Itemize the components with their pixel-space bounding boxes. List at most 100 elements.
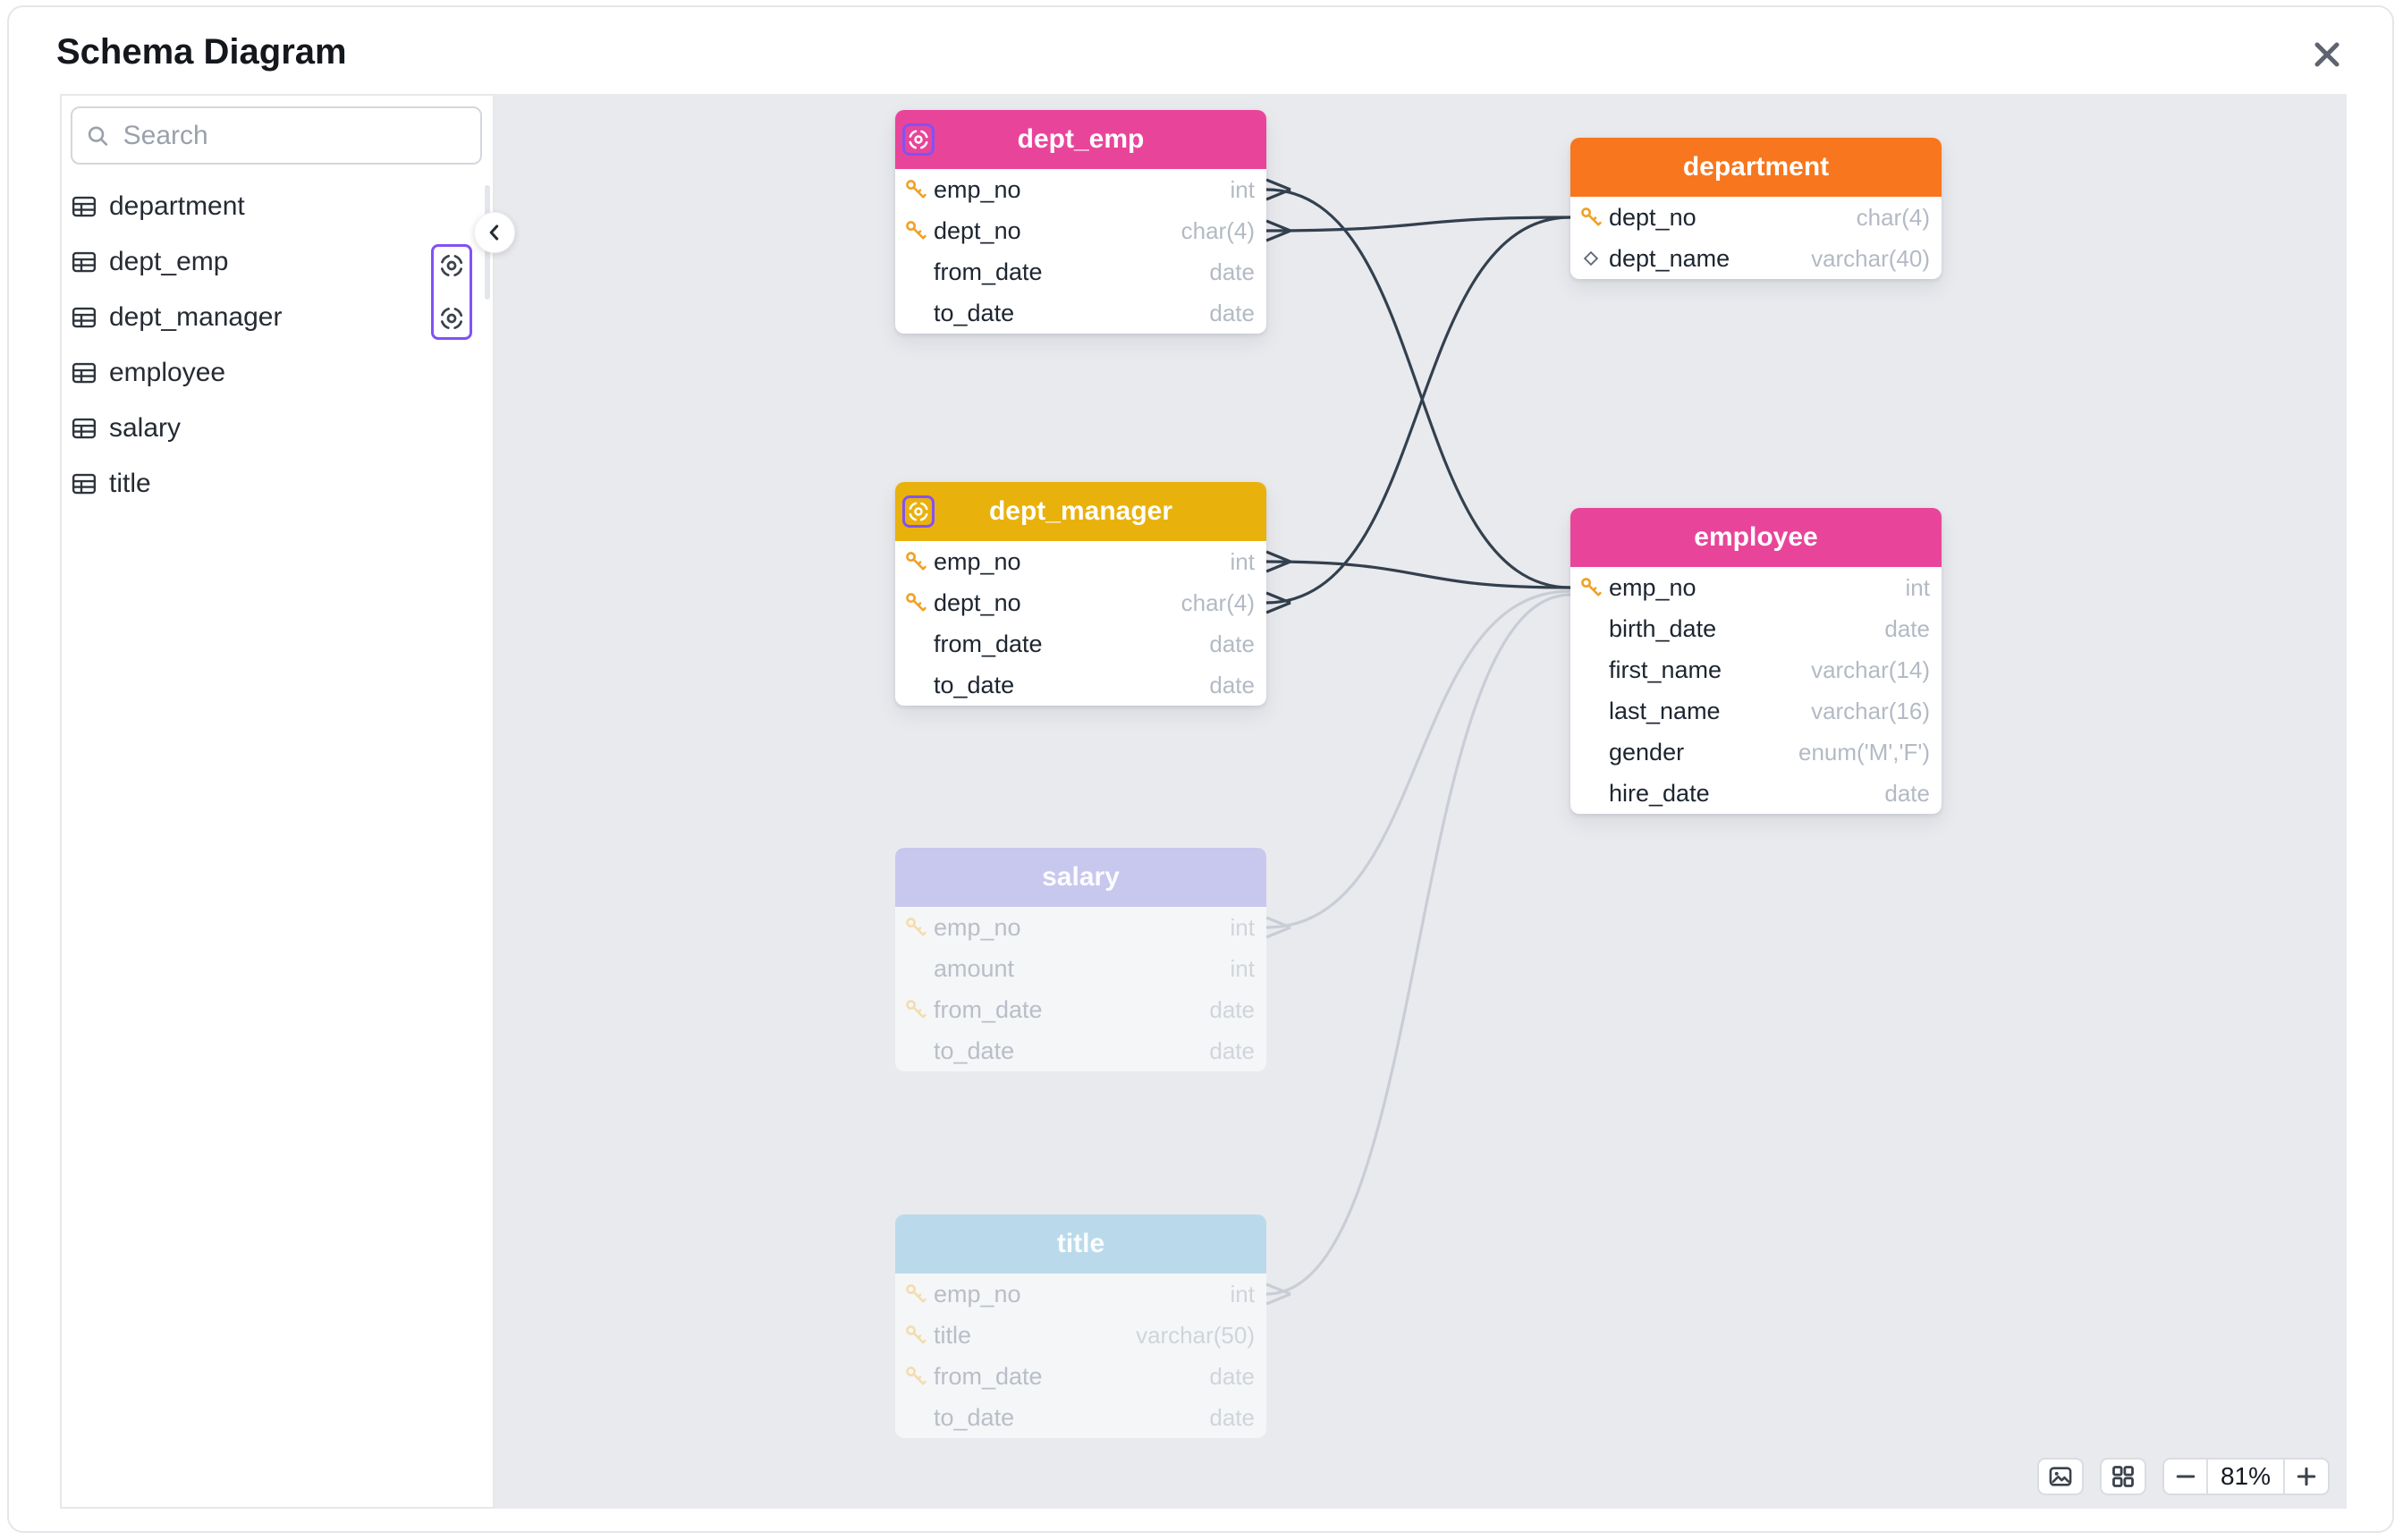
column-name: to_date — [934, 299, 1015, 326]
column-name: to_date — [934, 1403, 1015, 1431]
locate-dept-emp-button[interactable] — [437, 251, 466, 280]
edge-dept_manager.dept_no-to-department.dept_no — [1265, 216, 1571, 605]
column-name: dept_name — [1609, 244, 1730, 272]
grid-layout-button[interactable] — [2100, 1458, 2146, 1495]
column-type: char(4) — [1180, 216, 1255, 244]
diagram-canvas[interactable]: dept_emp emp_no int dept_no char(4) from… — [495, 94, 2347, 1509]
table-title: title — [1056, 1229, 1105, 1258]
table-header-dept_emp[interactable]: dept_emp — [895, 110, 1266, 169]
column-row-salary-from_date: from_date date — [895, 989, 1266, 1030]
minus-icon — [2176, 1475, 2195, 1478]
column-row-employee-emp_no: emp_no int — [1570, 567, 1942, 608]
column-name: from_date — [934, 630, 1043, 657]
column-type: varchar(16) — [1811, 697, 1930, 724]
table-card-employee[interactable]: employee emp_no int birth_date date firs… — [1570, 508, 1942, 814]
table-icon — [72, 307, 97, 328]
close-button[interactable] — [2307, 36, 2347, 75]
focus-icon — [440, 254, 463, 277]
sidebar-item-salary[interactable]: salary — [62, 401, 493, 456]
table-card-department[interactable]: department dept_no char(4) dept_name var… — [1570, 138, 1942, 279]
column-name: birth_date — [1609, 614, 1717, 642]
sidebar-item-department[interactable]: department — [62, 179, 493, 234]
focus-badge-dept_manager[interactable] — [902, 495, 935, 528]
column-type: date — [1209, 630, 1255, 657]
column-type: date — [1209, 671, 1255, 698]
column-type: date — [1209, 299, 1255, 326]
search-input[interactable] — [121, 119, 468, 152]
table-card-title[interactable]: title emp_no int title varchar(50) from_… — [895, 1214, 1266, 1438]
column-name: from_date — [934, 258, 1043, 285]
image-icon — [2049, 1467, 2072, 1486]
zoom-control: 81% — [2162, 1458, 2330, 1495]
column-row-title-emp_no: emp_no int — [895, 1273, 1266, 1315]
chevron-left-icon — [489, 224, 499, 241]
table-list: department dept_emp dept_manager employe… — [62, 179, 493, 512]
zoom-out-button[interactable] — [2164, 1460, 2208, 1493]
crows-foot-marker — [1265, 219, 1291, 242]
close-icon — [2314, 42, 2340, 66]
table-header-salary[interactable]: salary — [895, 848, 1266, 907]
table-header-employee[interactable]: employee — [1570, 508, 1942, 567]
edge-dept_manager.emp_no-to-employee.emp_no — [1265, 560, 1571, 589]
column-row-dept_manager-dept_no: dept_no char(4) — [895, 582, 1266, 623]
key-icon — [905, 552, 927, 571]
edge-title.emp_no-to-employee.emp_no — [1265, 593, 1571, 1296]
table-header-department[interactable]: department — [1570, 138, 1942, 197]
column-row-employee-first_name: first_name varchar(14) — [1570, 649, 1942, 690]
column-row-dept_emp-dept_no: dept_no char(4) — [895, 210, 1266, 251]
column-row-employee-last_name: last_name varchar(16) — [1570, 690, 1942, 732]
table-icon — [72, 251, 97, 273]
sidebar-item-dept_manager[interactable]: dept_manager — [62, 290, 493, 345]
column-type: char(4) — [1856, 203, 1930, 231]
column-type: int — [1905, 573, 1930, 601]
column-name: first_name — [1609, 656, 1722, 683]
column-row-employee-hire_date: hire_date date — [1570, 773, 1942, 814]
column-row-employee-birth_date: birth_date date — [1570, 608, 1942, 649]
table-header-dept_manager[interactable]: dept_manager — [895, 482, 1266, 541]
export-image-button[interactable] — [2037, 1458, 2084, 1495]
table-card-dept_manager[interactable]: dept_manager emp_no int dept_no char(4) … — [895, 482, 1266, 706]
column-type: int — [1230, 954, 1255, 982]
crows-foot-marker — [1265, 591, 1291, 614]
page-title: Schema Diagram — [56, 32, 347, 72]
table-card-salary[interactable]: salary emp_no int amount int from_date d… — [895, 848, 1266, 1071]
column-type: date — [1209, 1362, 1255, 1390]
column-row-department-dept_name: dept_name varchar(40) — [1570, 238, 1942, 279]
column-type: int — [1230, 175, 1255, 203]
column-type: varchar(40) — [1811, 244, 1930, 272]
column-name: emp_no — [934, 1280, 1021, 1307]
column-type: char(4) — [1180, 588, 1255, 616]
column-row-dept_manager-from_date: from_date date — [895, 623, 1266, 664]
table-card-dept_emp[interactable]: dept_emp emp_no int dept_no char(4) from… — [895, 110, 1266, 334]
sidebar-item-title[interactable]: title — [62, 456, 493, 512]
sidebar-item-dept_emp[interactable]: dept_emp — [62, 234, 493, 290]
column-row-salary-to_date: to_date date — [895, 1030, 1266, 1071]
sidebar-collapse-button[interactable] — [474, 212, 515, 253]
column-type: date — [1884, 779, 1930, 807]
key-icon — [1580, 207, 1602, 226]
column-name: dept_no — [934, 588, 1021, 616]
table-title: department — [1682, 152, 1830, 182]
key-icon — [905, 918, 927, 936]
column-type: date — [1209, 258, 1255, 285]
focus-icon — [440, 307, 463, 330]
grid-icon — [2112, 1466, 2134, 1487]
sidebar-item-label: department — [109, 191, 245, 221]
column-name: to_date — [934, 1037, 1015, 1064]
key-icon — [1580, 578, 1602, 597]
column-name: to_date — [934, 671, 1015, 698]
zoom-in-button[interactable] — [2283, 1460, 2328, 1493]
search-box[interactable] — [71, 106, 482, 165]
key-icon — [905, 1325, 927, 1344]
column-name: amount — [934, 954, 1015, 982]
locate-dept-manager-button[interactable] — [437, 304, 466, 333]
column-row-department-dept_no: dept_no char(4) — [1570, 197, 1942, 238]
sidebar-item-label: salary — [109, 413, 182, 443]
sidebar-item-employee[interactable]: employee — [62, 345, 493, 401]
focus-badge-dept_emp[interactable] — [902, 123, 935, 156]
sidebar-item-label: dept_emp — [109, 247, 229, 276]
sidebar-item-label: employee — [109, 358, 226, 387]
table-title: salary — [1042, 862, 1120, 892]
table-header-title[interactable]: title — [895, 1214, 1266, 1273]
search-icon — [88, 125, 108, 146]
